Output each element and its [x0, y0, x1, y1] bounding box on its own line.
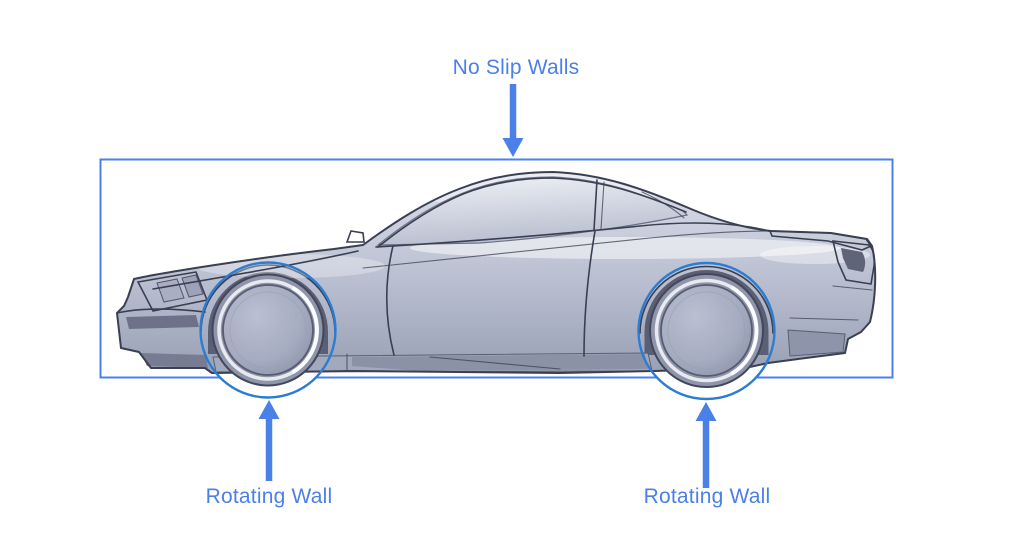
beltline	[375, 222, 770, 248]
rotating-wall-front-label: Rotating Wall	[205, 485, 333, 508]
front-arch-lip	[200, 264, 336, 333]
b-pillar	[593, 179, 598, 231]
rear-rotating-wall-circle	[637, 261, 776, 401]
rear-arch-lip	[639, 265, 774, 334]
roof-inner-line	[462, 177, 687, 213]
shoulder-crease	[362, 230, 773, 269]
front-air-dam	[141, 353, 208, 368]
rotating-wall-rear-label: Rotating Wall	[643, 485, 771, 508]
front-rotating-wall-circle	[199, 261, 337, 399]
taillight-lens	[841, 248, 866, 272]
front-wheel	[211, 273, 325, 387]
car-side-view	[116, 166, 877, 388]
no-slip-walls-label: No Slip Walls	[452, 56, 580, 79]
hood-seam	[152, 250, 359, 290]
rear-rotating-wall-arrow	[695, 402, 717, 488]
rear-wheel	[649, 273, 764, 388]
no-slip-walls-arrow	[502, 84, 524, 157]
quarter-window-edge	[641, 191, 685, 219]
rear-bumper-lower	[787, 329, 846, 357]
side-skirt-inset	[352, 354, 648, 371]
front-grille-slot	[126, 315, 199, 329]
front-door-seam	[386, 245, 395, 356]
domain-box-no-slip-walls	[99, 158, 894, 379]
a-pillar	[377, 193, 464, 248]
rear-door-seam	[583, 230, 596, 357]
side-mirror	[345, 230, 365, 243]
front-rotating-wall-arrow	[258, 400, 280, 481]
car-outline	[116, 171, 877, 374]
